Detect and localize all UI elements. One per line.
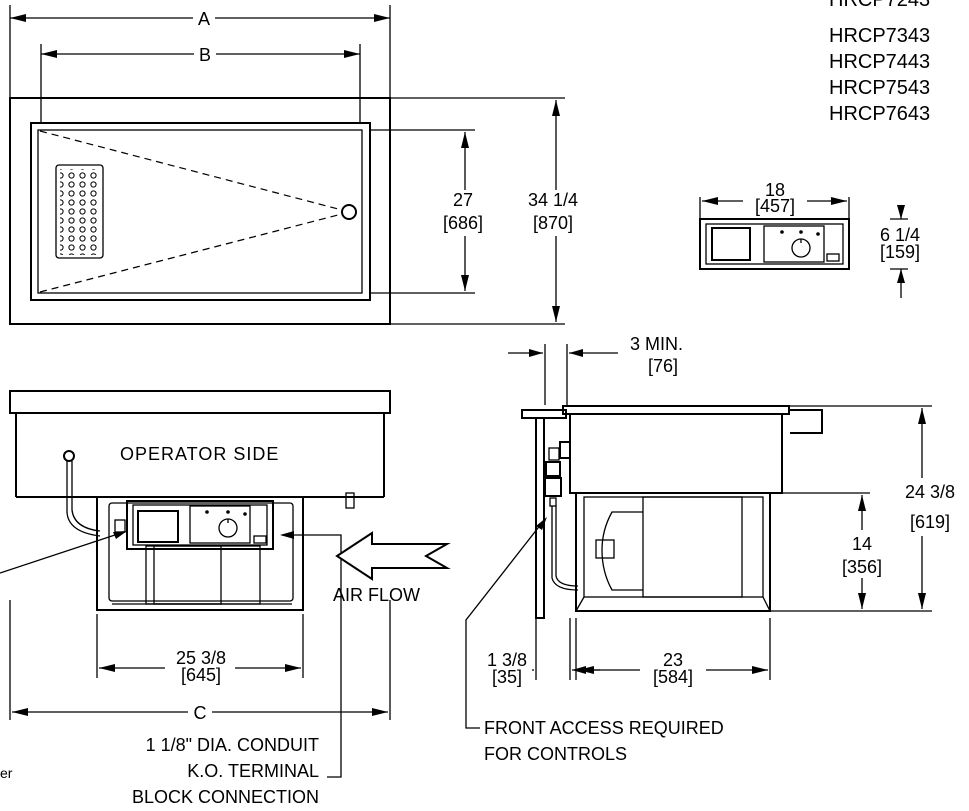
conduit-note: 1 1/8" DIA. CONDUIT — [146, 735, 319, 755]
ko-note-1: K.O. TERMINAL — [187, 761, 319, 781]
panel-width: 18 — [765, 180, 785, 200]
airflow-label: AIR FLOW — [333, 585, 420, 605]
dim-a-label: A — [198, 9, 210, 29]
base-depth: 23 — [663, 650, 683, 670]
access-note-1: FRONT ACCESS REQUIRED — [484, 718, 724, 738]
lower-height: 14 — [852, 534, 872, 554]
bottom-width: 25 3/8 — [176, 648, 226, 668]
access-note-2: FOR CONTROLS — [484, 744, 627, 764]
lower-height-mm: [356] — [842, 557, 882, 577]
side-view: 3 MIN. [76] 24 3/8 — [465, 334, 969, 764]
model-4: HRCP7543 — [829, 77, 930, 99]
partial-left-label: er — [0, 765, 13, 781]
flange-mm: [35] — [492, 667, 522, 687]
dim-c-label: C — [194, 703, 207, 723]
dim-b-label: B — [199, 45, 211, 65]
clearance: 3 MIN. — [630, 334, 683, 354]
control-panel-detail: 18 [457] 6 1/4 [159] — [699, 180, 920, 298]
base-depth-mm: [584] — [653, 667, 693, 687]
panel-height-mm: [159] — [880, 242, 920, 262]
ko-note-2: BLOCK CONNECTION — [132, 787, 319, 807]
clearance-mm: [76] — [648, 356, 678, 376]
overall-depth-mm: [870] — [533, 213, 573, 233]
model-1: HRCP7243 — [829, 0, 930, 11]
overall-height: 24 3/8 — [905, 482, 955, 502]
panel-width-mm: [457] — [755, 196, 795, 216]
panel-height: 6 1/4 — [880, 225, 920, 245]
model-2: HRCP7343 — [829, 25, 930, 47]
model-3: HRCP7443 — [829, 51, 930, 73]
model-list: HRCP7243 HRCP7343 HRCP7443 HRCP7543 HRCP… — [829, 0, 930, 125]
overall-height-mm: [619] — [910, 512, 950, 532]
overall-depth: 34 1/4 — [528, 190, 578, 210]
operator-side-label: OPERATOR SIDE — [120, 444, 279, 464]
top-view: A B 27 [686] — [9, 5, 588, 325]
inner-depth-mm: [686] — [443, 213, 483, 233]
model-5: HRCP7643 — [829, 103, 930, 125]
bottom-width-mm: [645] — [181, 665, 221, 685]
inner-depth: 27 — [453, 190, 473, 210]
front-view: OPERATOR SIDE AIR FLOW — [0, 390, 451, 807]
flange: 1 3/8 — [487, 650, 527, 670]
